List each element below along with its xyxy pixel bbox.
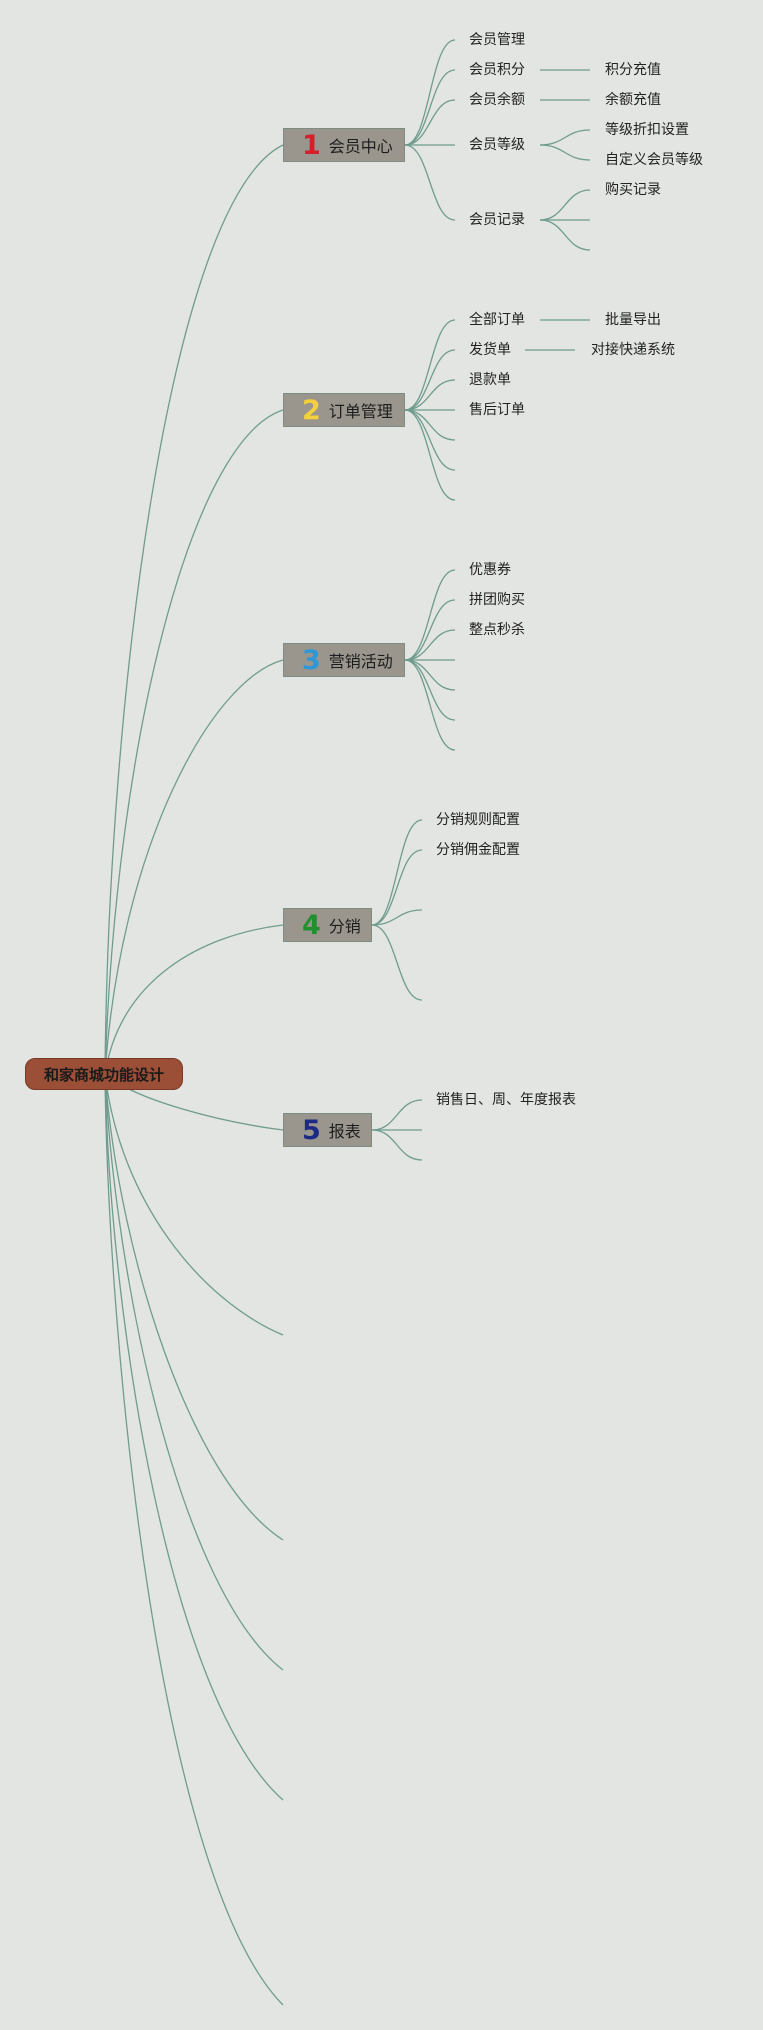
leaf-distribution-commission[interactable]: 分销佣金配置 [436,842,520,858]
branch-label: 分销 [328,917,361,936]
branch-node-reports[interactable]: 5 报表 [283,1113,372,1147]
subleaf-balance-recharge[interactable]: 余额充值 [605,92,661,108]
subleaf-level-discount[interactable]: 等级折扣设置 [605,122,689,138]
leaf-group-buy[interactable]: 拼团购买 [469,592,525,608]
subleaf-purchase-records[interactable]: 购买记录 [605,182,661,198]
leaf-sales-reports[interactable]: 销售日、周、年度报表 [436,1092,576,1108]
branch-label: 营销活动 [328,652,393,671]
leaf-aftersale-orders[interactable]: 售后订单 [469,402,525,418]
branch-label: 订单管理 [328,402,393,421]
root-node[interactable]: 和家商城功能设计 [25,1058,183,1090]
subleaf-batch-export[interactable]: 批量导出 [605,312,661,328]
subleaf-courier-integration[interactable]: 对接快递系统 [591,342,675,358]
leaf-member-balance[interactable]: 会员余额 [469,92,525,108]
leaf-member-level[interactable]: 会员等级 [469,137,525,153]
branch-node-marketing[interactable]: 3 营销活动 [283,643,405,677]
leaf-member-points[interactable]: 会员积分 [469,62,525,78]
leaf-shipping-orders[interactable]: 发货单 [469,342,511,358]
leaf-all-orders[interactable]: 全部订单 [469,312,525,328]
leaf-refund-orders[interactable]: 退款单 [469,372,511,388]
leaf-flash-sale[interactable]: 整点秒杀 [469,622,525,638]
branch-number: 4 [302,909,321,941]
branch-number: 2 [302,394,321,426]
leaf-coupons[interactable]: 优惠券 [469,562,511,578]
branch-number: 5 [302,1114,321,1146]
subleaf-custom-level[interactable]: 自定义会员等级 [605,152,703,168]
branch-number: 3 [302,644,321,676]
branch-node-member-center[interactable]: 1 会员中心 [283,128,405,162]
branch-number: 1 [302,129,321,161]
branch-label: 会员中心 [328,137,393,156]
leaf-distribution-rules[interactable]: 分销规则配置 [436,812,520,828]
branch-label: 报表 [328,1122,361,1141]
subleaf-points-recharge[interactable]: 积分充值 [605,62,661,78]
leaf-member-management[interactable]: 会员管理 [469,32,525,48]
branch-node-order-management[interactable]: 2 订单管理 [283,393,405,427]
root-label: 和家商城功能设计 [43,1065,164,1084]
leaf-member-records[interactable]: 会员记录 [469,212,525,228]
branch-node-distribution[interactable]: 4 分销 [283,908,372,942]
